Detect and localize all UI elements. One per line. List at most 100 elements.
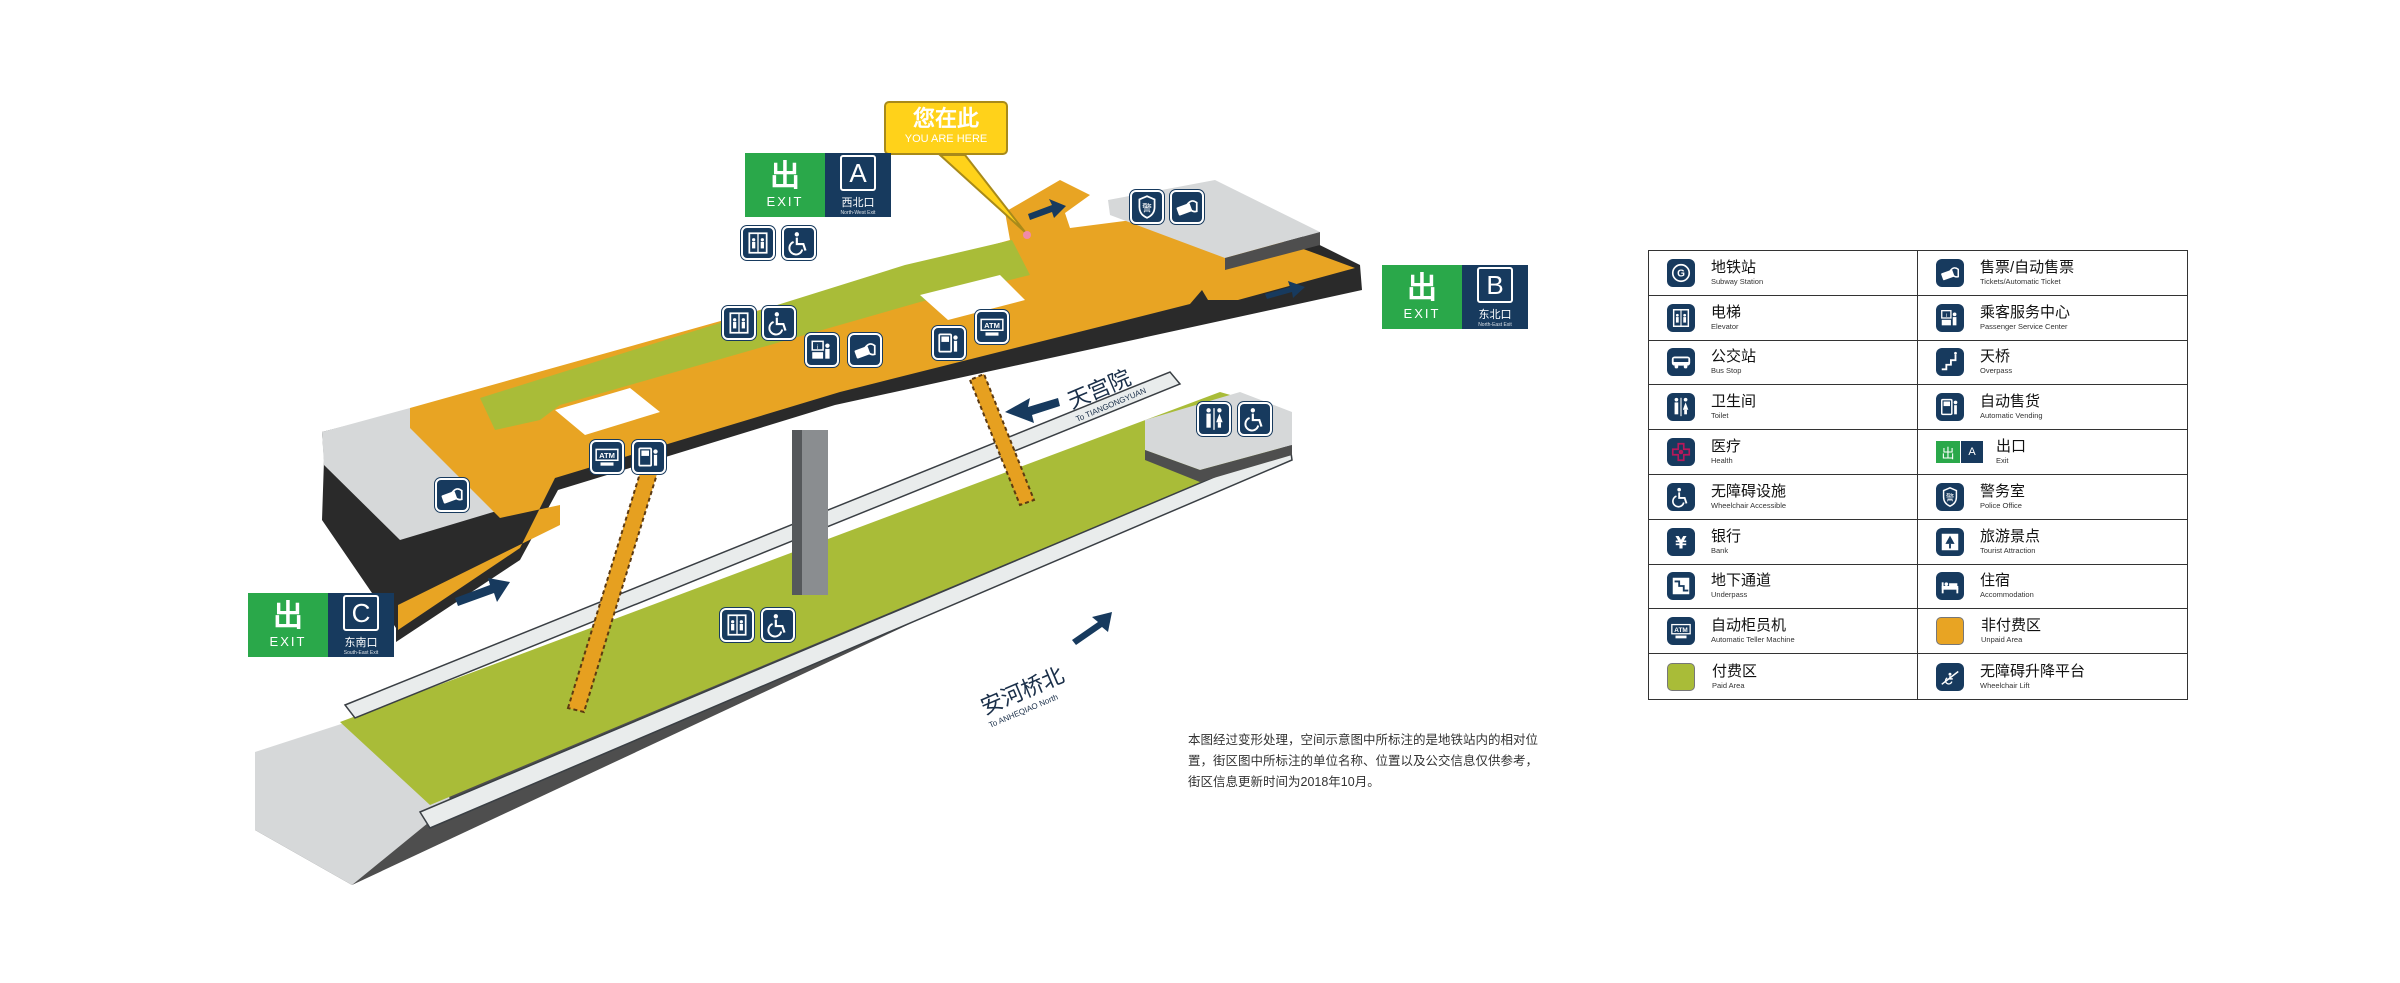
atm-icon: ATM bbox=[980, 318, 1004, 336]
wheelchair-icon bbox=[1244, 408, 1263, 432]
legend-label-en: Toilet bbox=[1711, 411, 1729, 421]
concourse-gray-right-side bbox=[1225, 232, 1320, 270]
legend-label-en: Wheelchair Lift bbox=[1980, 680, 2030, 690]
exit-sign-c[interactable]: 出 EXIT C 东南口 South-East Exit bbox=[248, 593, 394, 657]
toilet-icon bbox=[1206, 408, 1223, 430]
exit-c-green-panel: 出 EXIT bbox=[248, 593, 328, 657]
police-icon: 警 bbox=[1138, 195, 1156, 219]
elevator-icon-a[interactable] bbox=[741, 226, 775, 260]
swatch-unpaid-icon bbox=[1936, 617, 1964, 646]
service-icon: i bbox=[1936, 303, 1964, 332]
elevator-icon-platform[interactable] bbox=[720, 608, 754, 642]
exit-b-word: EXIT bbox=[1403, 305, 1441, 321]
wheelchair-icon-mid[interactable] bbox=[762, 306, 796, 340]
svg-text:ATM: ATM bbox=[1674, 627, 1687, 634]
ticket-icon-mid[interactable] bbox=[848, 333, 882, 367]
ticket-icon bbox=[1176, 200, 1198, 216]
legend-label-cn: 自动售货 bbox=[1980, 393, 2041, 411]
exit-c-navy-panel: C 东南口 South-East Exit bbox=[328, 593, 394, 657]
swatch-paid-icon bbox=[1667, 662, 1695, 691]
legend-label-cn: 地下通道 bbox=[1711, 572, 1772, 590]
overpass-icon bbox=[1936, 348, 1964, 377]
atm-icon: ATM bbox=[1667, 617, 1695, 646]
vending-icon-left[interactable] bbox=[632, 440, 666, 474]
legend-label-cn: 地铁站 bbox=[1711, 258, 1757, 276]
wheelchair-icon-platform-2[interactable] bbox=[761, 608, 795, 642]
wheelchair-icon-a[interactable] bbox=[782, 226, 816, 260]
atm-icon-left[interactable]: ATM bbox=[590, 440, 624, 474]
legend-label-en: Unpaid Area bbox=[1981, 635, 2023, 645]
legend-label-cn: 警务室 bbox=[1980, 482, 2026, 500]
exit-a-navy-panel: A 西北口 North-West Exit bbox=[825, 153, 891, 217]
ticket-icon bbox=[1936, 258, 1964, 287]
svg-text:警: 警 bbox=[1142, 201, 1152, 214]
legend-label-cn: 公交站 bbox=[1711, 348, 1757, 366]
you-are-here-cn: 您在此 bbox=[912, 106, 979, 131]
legend-label-cn: 出口 bbox=[1996, 438, 2027, 456]
legend-label-en: Paid Area bbox=[1712, 680, 1745, 690]
police-icon: 警 bbox=[1936, 482, 1964, 511]
support-column bbox=[792, 430, 828, 595]
service-center-icon[interactable]: i bbox=[805, 333, 839, 367]
exit-a-green-panel: 出 EXIT bbox=[745, 153, 825, 217]
tourist-icon bbox=[1936, 527, 1964, 556]
atm-icon-mid[interactable]: ATM bbox=[975, 310, 1009, 344]
wheelchair-icon-platform[interactable] bbox=[1238, 402, 1272, 436]
ticket-icon-top[interactable] bbox=[1170, 190, 1204, 224]
exit-b-navy-panel: B 东北口 North-East Exit bbox=[1462, 265, 1528, 329]
pin-dot bbox=[1023, 231, 1031, 239]
police-icon-top[interactable]: 警 bbox=[1130, 190, 1164, 224]
exit-a-letter: A bbox=[840, 154, 876, 191]
legend-label-en: Accommodation bbox=[1980, 590, 2034, 600]
vending-icon bbox=[638, 447, 658, 467]
train-lower bbox=[418, 443, 1293, 829]
legend-label-cn: 付费区 bbox=[1712, 662, 1758, 680]
platform-right-side bbox=[1145, 445, 1292, 482]
column-shade bbox=[792, 430, 802, 595]
ticket-icon bbox=[441, 488, 463, 504]
opening-left bbox=[555, 388, 660, 435]
legend-label-en: Subway Station bbox=[1711, 276, 1764, 286]
legend-label-en: Tourist Attraction bbox=[1980, 545, 2036, 555]
svg-text:i: i bbox=[817, 344, 818, 351]
exit-b-en: North-East Exit bbox=[1478, 321, 1512, 328]
exit-b-green-panel: 出 EXIT bbox=[1382, 265, 1462, 329]
vending-icon-mid[interactable] bbox=[932, 326, 966, 360]
exit-sign-b[interactable]: 出 EXIT B 东北口 North-East Exit bbox=[1382, 265, 1528, 329]
elevator-icon-mid[interactable] bbox=[722, 306, 756, 340]
ticket-icon bbox=[854, 343, 876, 359]
svg-text:G: G bbox=[1677, 269, 1685, 280]
lift-icon bbox=[1936, 662, 1964, 691]
exit-c-letter: C bbox=[343, 594, 379, 631]
legend-label-cn: 非付费区 bbox=[1981, 617, 2042, 635]
exit-icon: 出 bbox=[273, 598, 303, 634]
direction-arrows bbox=[455, 199, 1305, 645]
arrow-tiangongyuan bbox=[1005, 398, 1060, 423]
toilet-icon-platform[interactable] bbox=[1197, 402, 1231, 436]
exit-a-en: North-West Exit bbox=[840, 209, 876, 216]
vending-icon bbox=[938, 333, 958, 353]
ticket-icon-left[interactable] bbox=[435, 478, 469, 512]
opening-right bbox=[920, 275, 1025, 320]
exit-c-en: South-East Exit bbox=[343, 649, 379, 656]
underpass-icon bbox=[1667, 572, 1695, 601]
toilet-icon bbox=[1667, 393, 1695, 422]
svg-text:¥: ¥ bbox=[1675, 533, 1687, 552]
legend-label-en: Wheelchair Accessible bbox=[1711, 500, 1787, 510]
legend-label-en: Health bbox=[1711, 456, 1733, 466]
exit-sign-a[interactable]: 出 EXIT A 西北口 North-West Exit bbox=[745, 153, 891, 217]
you-are-here-pin bbox=[937, 154, 1031, 239]
exit-b-letter: B bbox=[1477, 266, 1513, 303]
